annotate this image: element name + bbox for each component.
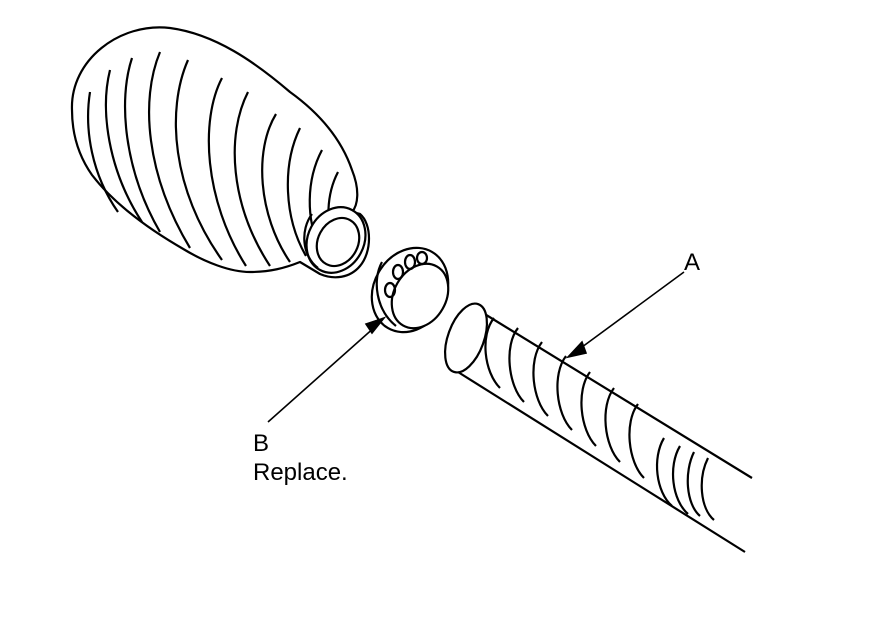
clamp-ring [370, 246, 450, 334]
callout-b-label: B [253, 430, 270, 457]
arrowhead-a [565, 340, 588, 359]
arrowhead-b [364, 316, 387, 335]
driveshaft [443, 302, 753, 553]
leader-b [267, 325, 377, 423]
leader-a [577, 271, 685, 351]
leader-lines [267, 271, 685, 423]
callout-a-label: A [684, 249, 701, 276]
boot [70, 26, 371, 279]
callout-b-note: Replace. [253, 459, 348, 486]
